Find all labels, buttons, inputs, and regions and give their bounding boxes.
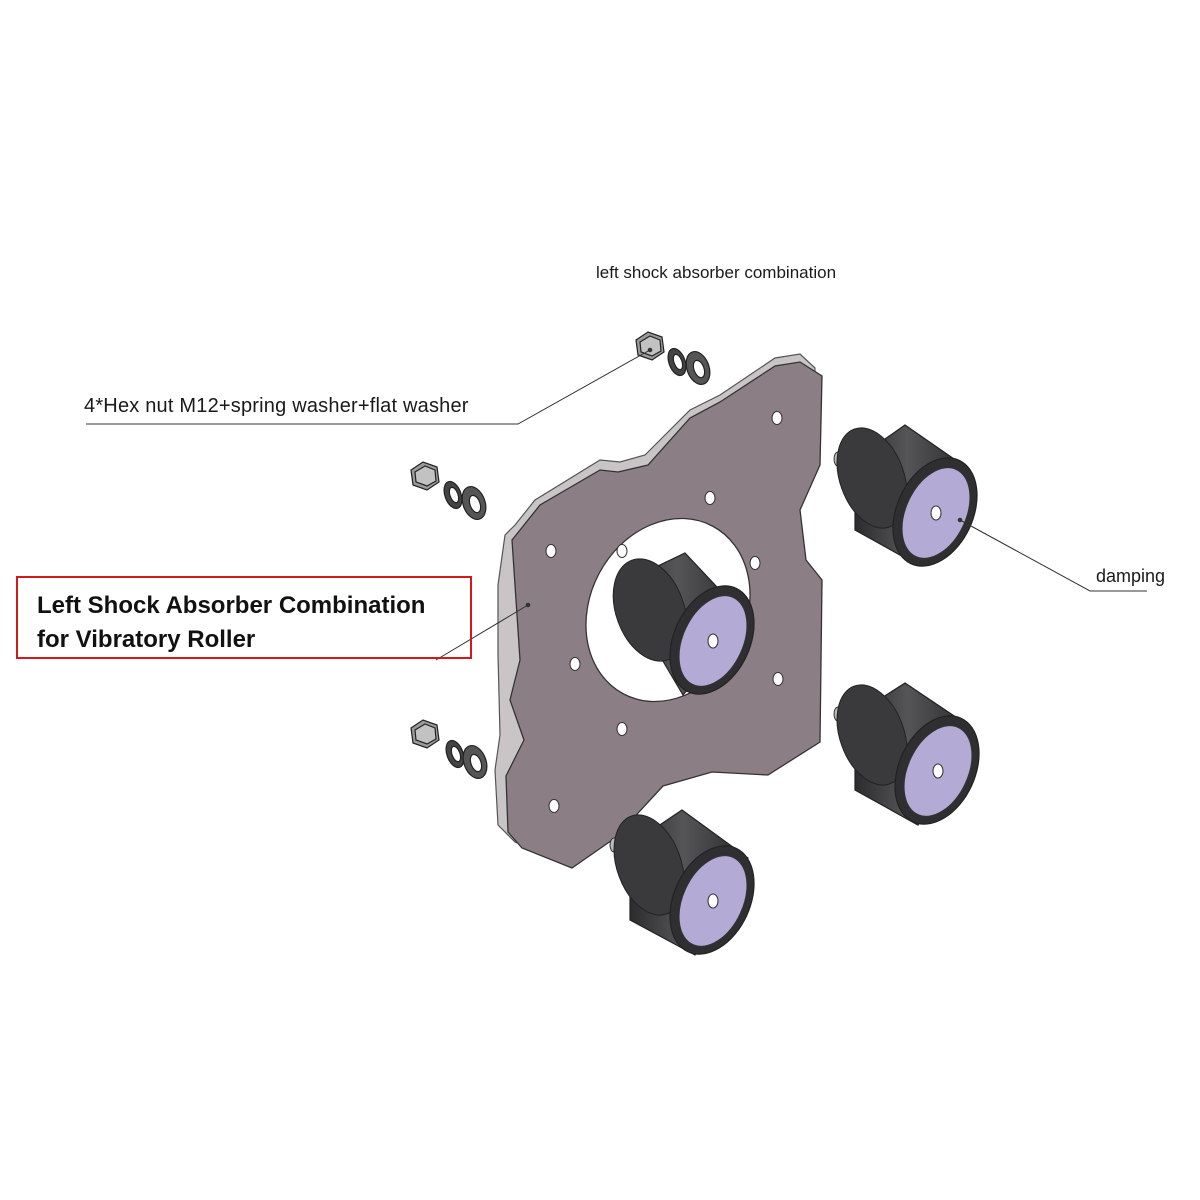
nut-washer-set-middle bbox=[410, 461, 487, 521]
leader-fasteners bbox=[86, 349, 651, 425]
leader-lines bbox=[86, 347, 1147, 661]
damping-label: damping bbox=[1096, 566, 1166, 586]
hole bbox=[548, 799, 560, 813]
hole bbox=[704, 491, 716, 505]
highlight-box: Left Shock Absorber Combination for Vibr… bbox=[16, 576, 472, 659]
leader-plate bbox=[435, 604, 529, 661]
hole bbox=[616, 544, 628, 558]
nut-washer-set-top bbox=[635, 331, 711, 386]
damper-bottom-left bbox=[609, 809, 755, 956]
diagram-title: left shock absorber combination bbox=[596, 263, 837, 282]
damper-bottom-right bbox=[833, 682, 980, 826]
hole bbox=[569, 657, 581, 671]
hole bbox=[771, 411, 783, 425]
hole bbox=[772, 672, 784, 686]
highlight-line-2: for Vibratory Roller bbox=[37, 626, 256, 653]
nut-washer-set-bottom bbox=[410, 719, 488, 780]
highlight-line-1: Left Shock Absorber Combination bbox=[37, 592, 426, 619]
fasteners-label: 4*Hex nut M12+spring washer+flat washer bbox=[84, 395, 469, 417]
hole bbox=[545, 544, 557, 558]
leader-damping bbox=[959, 519, 1147, 592]
damper-top-right bbox=[833, 424, 978, 567]
hole bbox=[749, 556, 761, 570]
hole bbox=[616, 722, 628, 736]
plate-bolt-holes bbox=[545, 411, 784, 813]
damper-center bbox=[612, 552, 755, 697]
